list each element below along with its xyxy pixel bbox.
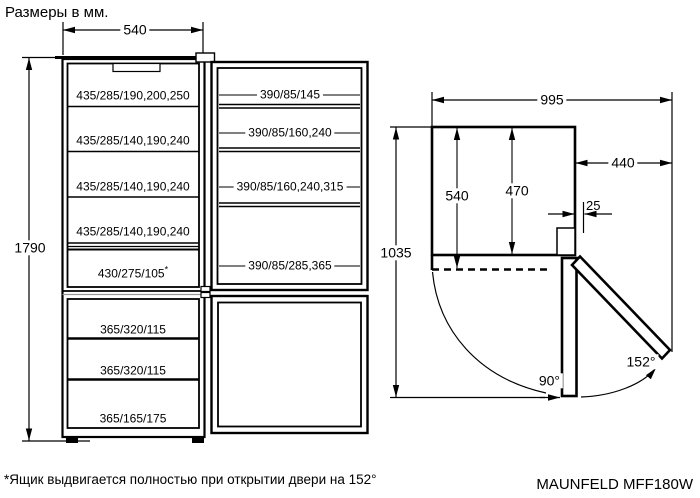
- foot-right: [192, 437, 204, 443]
- angle-label-152: 152°: [623, 353, 659, 370]
- dim-label-25: 25: [586, 198, 601, 213]
- shelf-label: 435/285/140,190,240: [76, 133, 190, 148]
- dim-label-width-540: 540: [120, 21, 150, 38]
- shelf-label: 435/285/140,190,240: [76, 179, 190, 194]
- middle-hinge: [200, 285, 211, 293]
- freezer-door-inner: [217, 301, 362, 428]
- freezer-door-panel: [210, 294, 369, 435]
- fridge-door-inner: [216, 67, 363, 285]
- door-open-152: [570, 254, 672, 361]
- swing-arc-90: [431, 271, 547, 394]
- footnote: *Ящик выдвигается полностью при открытии…: [4, 472, 377, 487]
- dim-label-1035: 1035: [377, 244, 415, 261]
- shelf-label: 435/285/190,200,250: [76, 88, 190, 103]
- door-shelf-label: 390/85/285,365: [245, 259, 335, 273]
- footnote-marker: *: [164, 264, 169, 275]
- foot-left: [66, 437, 78, 443]
- dim-label-540-top: 540: [442, 187, 472, 204]
- drawer-label: 365/320/115: [100, 322, 166, 337]
- dim-label-470: 470: [502, 182, 532, 199]
- crisper-dims: 430/275/105: [97, 266, 165, 281]
- hinge-block: [556, 227, 576, 256]
- dim-label-height-1790: 1790: [11, 239, 49, 256]
- door-view: [200, 60, 369, 435]
- drawer-label: 365/320/115: [100, 363, 166, 378]
- angle-label-90: 90°: [535, 372, 563, 389]
- shelf-label: 435/285/140,190,240: [76, 224, 190, 239]
- door-shelf-label: 390/85/160,240,315: [233, 180, 347, 194]
- top-hinge-cover: [195, 52, 216, 63]
- door-shelf-label: 390/85/145: [256, 88, 324, 102]
- freezer-compartment: [66, 298, 200, 429]
- fridge-door-panel: [210, 60, 369, 292]
- front-view-cabinet: [55, 52, 216, 443]
- dim-label-995: 995: [537, 91, 567, 108]
- swing-arc-152: [580, 367, 657, 398]
- top-view-body: [430, 125, 577, 257]
- drawer-label: 365/165/175: [99, 411, 167, 426]
- door-shelf-label: 390/85/160,240: [245, 126, 335, 140]
- page-title: Размеры в мм.: [5, 4, 109, 21]
- crisper-label: 430/275/105*: [97, 264, 169, 281]
- middle-hinge: [200, 291, 211, 299]
- door-open-90: [560, 256, 578, 398]
- lamp-recess: [112, 62, 161, 73]
- cabinet-body: [61, 57, 206, 439]
- dim-label-440: 440: [608, 154, 638, 171]
- model-name: MAUNFELD MFF180W: [536, 476, 693, 493]
- top-view: [390, 92, 673, 401]
